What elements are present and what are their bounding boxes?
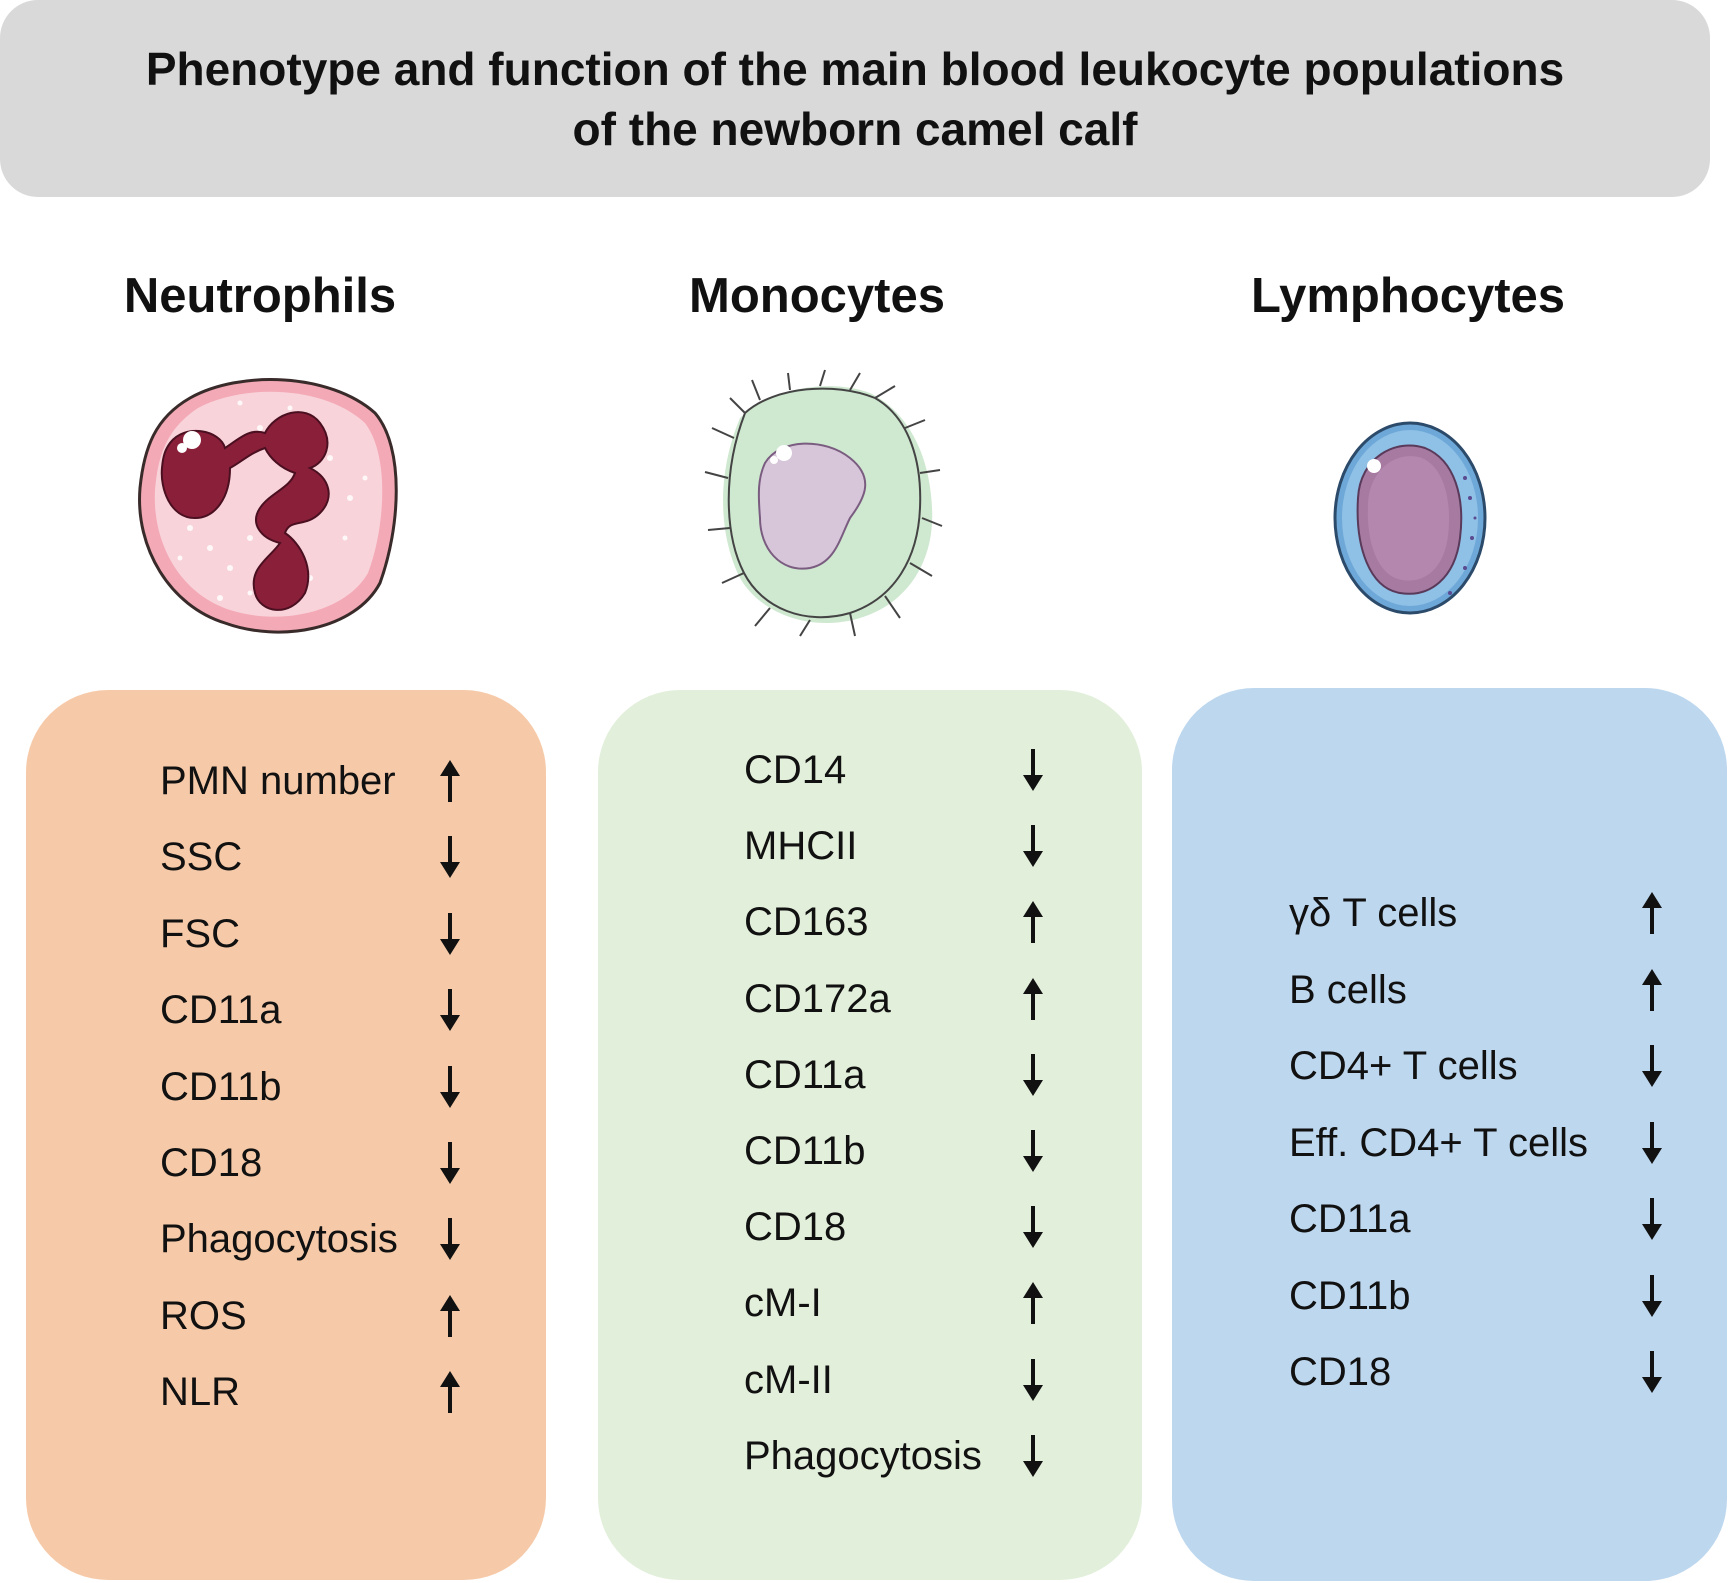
marker-row: SSC xyxy=(26,832,546,882)
marker-label: CD18 xyxy=(1289,1350,1392,1394)
marker-row: PMN number xyxy=(26,756,546,806)
down-arrow-icon xyxy=(436,985,464,1035)
marker-label: SSC xyxy=(160,835,243,880)
lymphocytes-heading: Lymphocytes xyxy=(1250,269,1566,323)
up-arrow-icon xyxy=(436,1291,464,1341)
down-arrow-icon xyxy=(1638,1194,1666,1244)
marker-row: CD4+ T cells xyxy=(1172,1041,1727,1091)
down-arrow-icon xyxy=(1019,1355,1047,1405)
marker-label: CD18 xyxy=(160,1141,263,1185)
down-arrow-icon xyxy=(1019,745,1047,795)
marker-label: CD163 xyxy=(744,900,869,945)
marker-row: Phagocytosis xyxy=(598,1431,1142,1481)
marker-label: CD11a xyxy=(744,1052,866,1097)
up-arrow-icon xyxy=(1638,965,1666,1015)
marker-row: CD11b xyxy=(26,1062,546,1112)
marker-row: CD11a xyxy=(26,985,546,1035)
up-arrow-icon xyxy=(436,1367,464,1417)
down-arrow-icon xyxy=(436,1138,464,1188)
down-arrow-icon xyxy=(1019,1202,1047,1252)
marker-row: MHCII xyxy=(598,821,1142,871)
title-line-1: Phenotype and function of the main blood… xyxy=(145,42,1565,95)
down-arrow-icon xyxy=(1019,1431,1047,1481)
marker-label: γδ T cells xyxy=(1289,891,1458,935)
down-arrow-icon xyxy=(436,1214,464,1264)
marker-label: CD18 xyxy=(744,1205,847,1250)
marker-row: ROS xyxy=(26,1291,546,1341)
marker-row: γδ T cells xyxy=(1172,888,1727,938)
marker-label: Phagocytosis xyxy=(160,1217,398,1262)
marker-label: MHCII xyxy=(744,824,858,869)
marker-row: cM-II xyxy=(598,1355,1142,1405)
marker-row: CD11b xyxy=(598,1126,1142,1176)
marker-row: NLR xyxy=(26,1367,546,1417)
down-arrow-icon xyxy=(1638,1347,1666,1397)
down-arrow-icon xyxy=(436,832,464,882)
down-arrow-icon xyxy=(436,1062,464,1112)
marker-row: cM-I xyxy=(598,1278,1142,1328)
up-arrow-icon xyxy=(1019,974,1047,1024)
neutrophil-cell-icon xyxy=(130,368,405,648)
marker-row: CD11a xyxy=(598,1050,1142,1100)
down-arrow-icon xyxy=(1638,1271,1666,1321)
up-arrow-icon xyxy=(1019,897,1047,947)
up-arrow-icon xyxy=(1019,1278,1047,1328)
down-arrow-icon xyxy=(436,909,464,959)
down-arrow-icon xyxy=(1019,1126,1047,1176)
marker-row: CD163 xyxy=(598,897,1142,947)
marker-row: CD11a xyxy=(1172,1194,1727,1244)
marker-row: CD18 xyxy=(1172,1347,1727,1397)
down-arrow-icon xyxy=(1638,1041,1666,1091)
marker-label: CD172a xyxy=(744,976,891,1021)
marker-label: CD11a xyxy=(1289,1197,1411,1241)
marker-label: CD11a xyxy=(160,988,282,1033)
down-arrow-icon xyxy=(1019,821,1047,871)
marker-label: CD11b xyxy=(1289,1273,1411,1318)
marker-label: cM-I xyxy=(744,1281,822,1326)
marker-label: PMN number xyxy=(160,759,396,803)
down-arrow-icon xyxy=(1638,1118,1666,1168)
marker-label: B cells xyxy=(1289,967,1407,1012)
marker-label: CD11b xyxy=(160,1064,282,1109)
neutrophils-heading: Neutrophils xyxy=(123,269,397,323)
marker-row: CD11b xyxy=(1172,1271,1727,1321)
marker-row: FSC xyxy=(26,909,546,959)
marker-label: FSC xyxy=(160,911,240,956)
marker-row: B cells xyxy=(1172,965,1727,1015)
lymphocyte-cell-icon xyxy=(1330,418,1490,623)
monocytes-heading: Monocytes xyxy=(689,269,945,323)
marker-row: CD172a xyxy=(598,974,1142,1024)
marker-label: cM-II xyxy=(744,1357,833,1402)
marker-row: CD18 xyxy=(598,1202,1142,1252)
monocyte-cell-icon xyxy=(700,368,950,643)
up-arrow-icon xyxy=(436,756,464,806)
marker-label: Phagocytosis xyxy=(744,1433,982,1478)
title-line-2: of the newborn camel calf xyxy=(572,102,1138,155)
marker-label: NLR xyxy=(160,1370,241,1415)
marker-label: ROS xyxy=(160,1293,247,1338)
marker-label: CD4+ T cells xyxy=(1289,1044,1518,1088)
title-banner: Phenotype and function of the main blood… xyxy=(0,0,1710,197)
marker-row: Phagocytosis xyxy=(26,1214,546,1264)
marker-label: CD14 xyxy=(744,748,847,792)
up-arrow-icon xyxy=(1638,888,1666,938)
marker-row: CD14 xyxy=(598,745,1142,795)
marker-row: CD18 xyxy=(26,1138,546,1188)
down-arrow-icon xyxy=(1019,1050,1047,1100)
marker-label: Eff. CD4+ T cells xyxy=(1289,1120,1589,1165)
marker-label: CD11b xyxy=(744,1129,866,1173)
marker-row: Eff. CD4+ T cells xyxy=(1172,1118,1727,1168)
